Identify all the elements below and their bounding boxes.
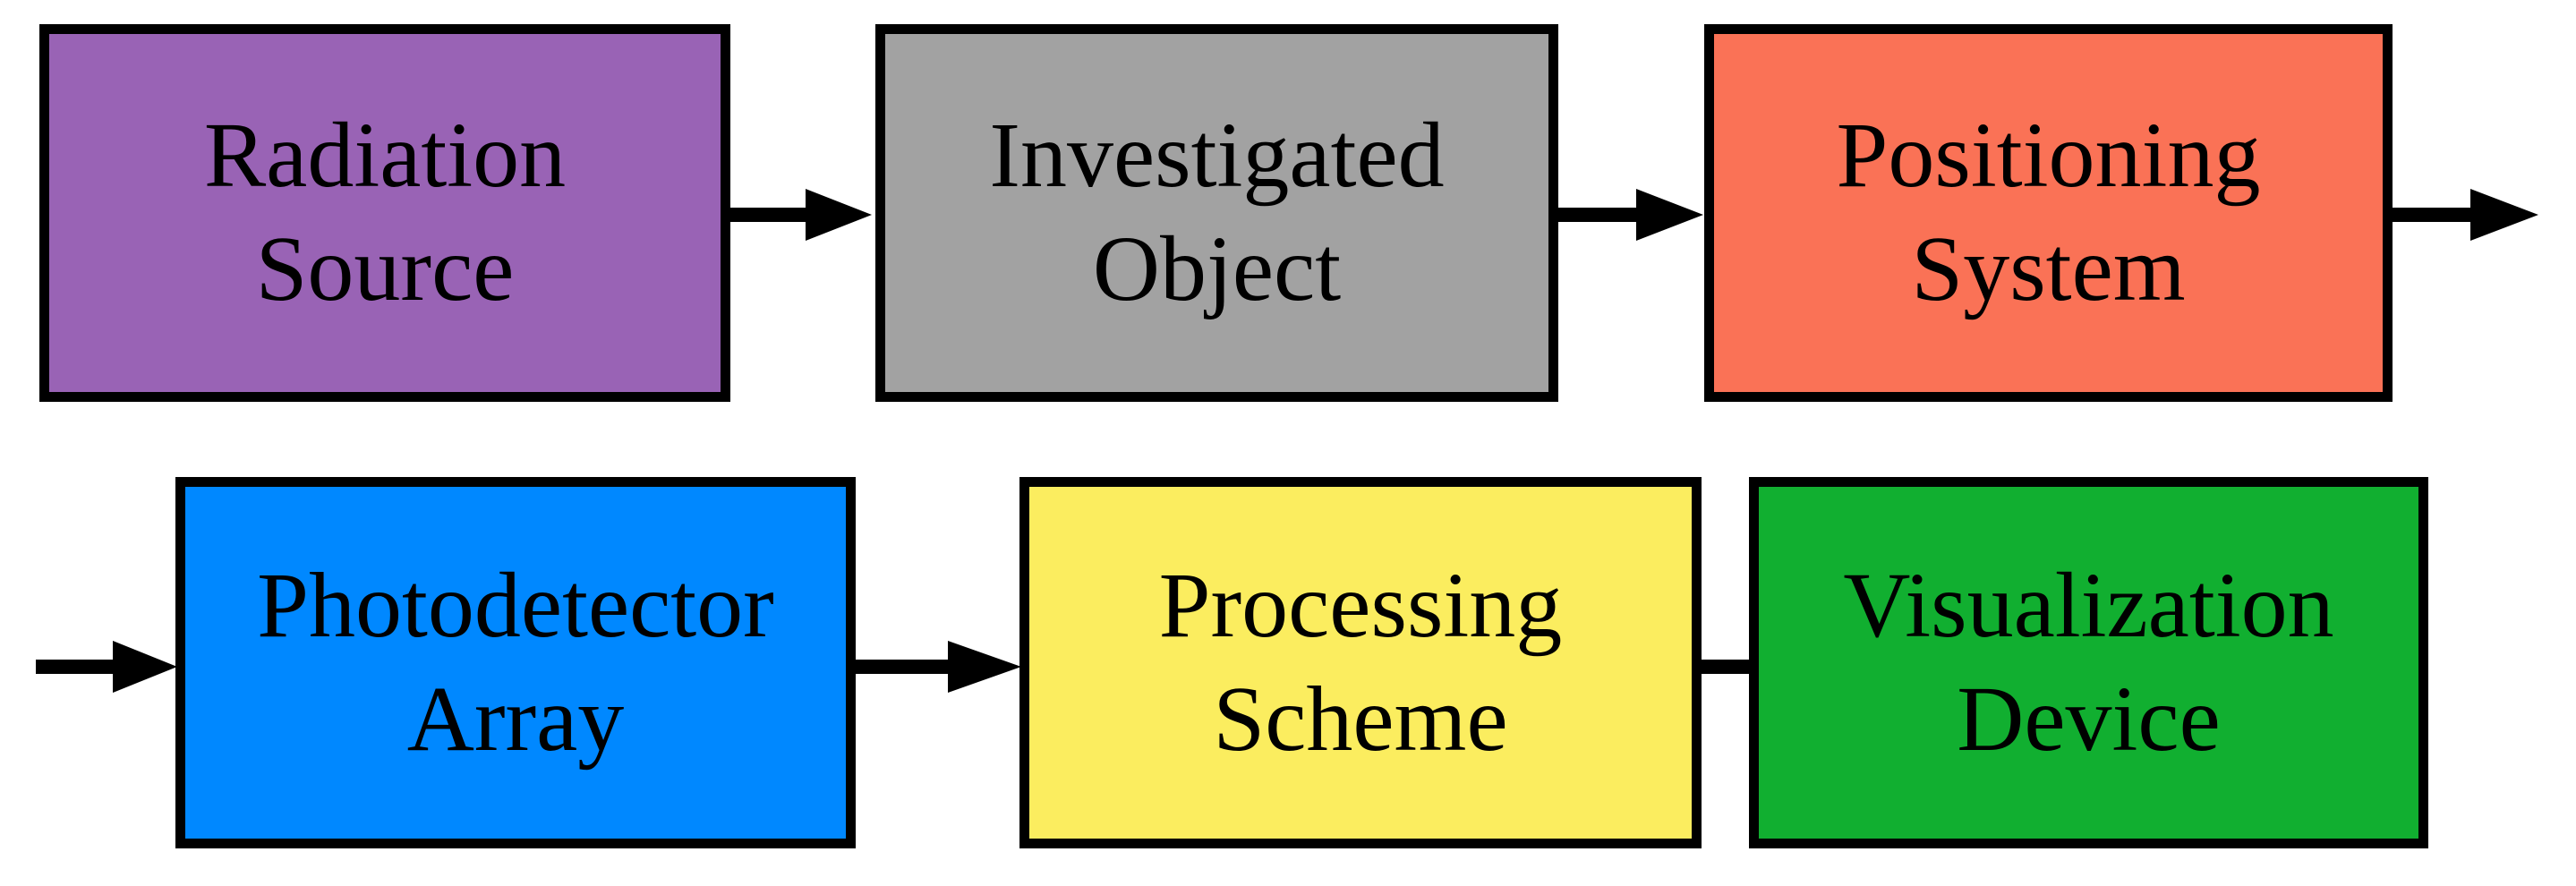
node-label-line1: Photodetector [257,553,774,657]
node-photodetector-array[interactable]: Photodetector Array [175,477,856,848]
arrow-right-icon [855,641,1021,693]
node-label-line2: Source [255,217,515,320]
node-label-line1: Visualization [1843,553,2334,657]
node-label-line2: System [1911,217,2186,320]
node-label-line1: Radiation [203,104,567,208]
node-label-line2: Device [1957,667,2221,771]
node-label-line1: Processing [1158,553,1563,657]
node-radiation-source[interactable]: Radiation Source [39,24,730,402]
node-visualization-device[interactable]: Visualization Device [1749,477,2428,848]
node-label-line1: Investigated [989,104,1445,208]
node-processing-scheme[interactable]: Processing Scheme [1019,477,1702,848]
node-label-line2: Array [406,667,625,771]
arrow-right-icon [36,641,177,693]
node-investigated-object[interactable]: Investigated Object [875,24,1558,402]
arrow-right-icon [727,189,872,241]
node-positioning-system[interactable]: Positioning System [1704,24,2393,402]
arrow-right-icon [1556,189,1703,241]
node-label-line2: Object [1092,217,1342,320]
node-label-line2: Scheme [1213,667,1508,771]
node-label-line1: Positioning [1836,104,2261,208]
arrow-right-icon [2390,189,2538,241]
